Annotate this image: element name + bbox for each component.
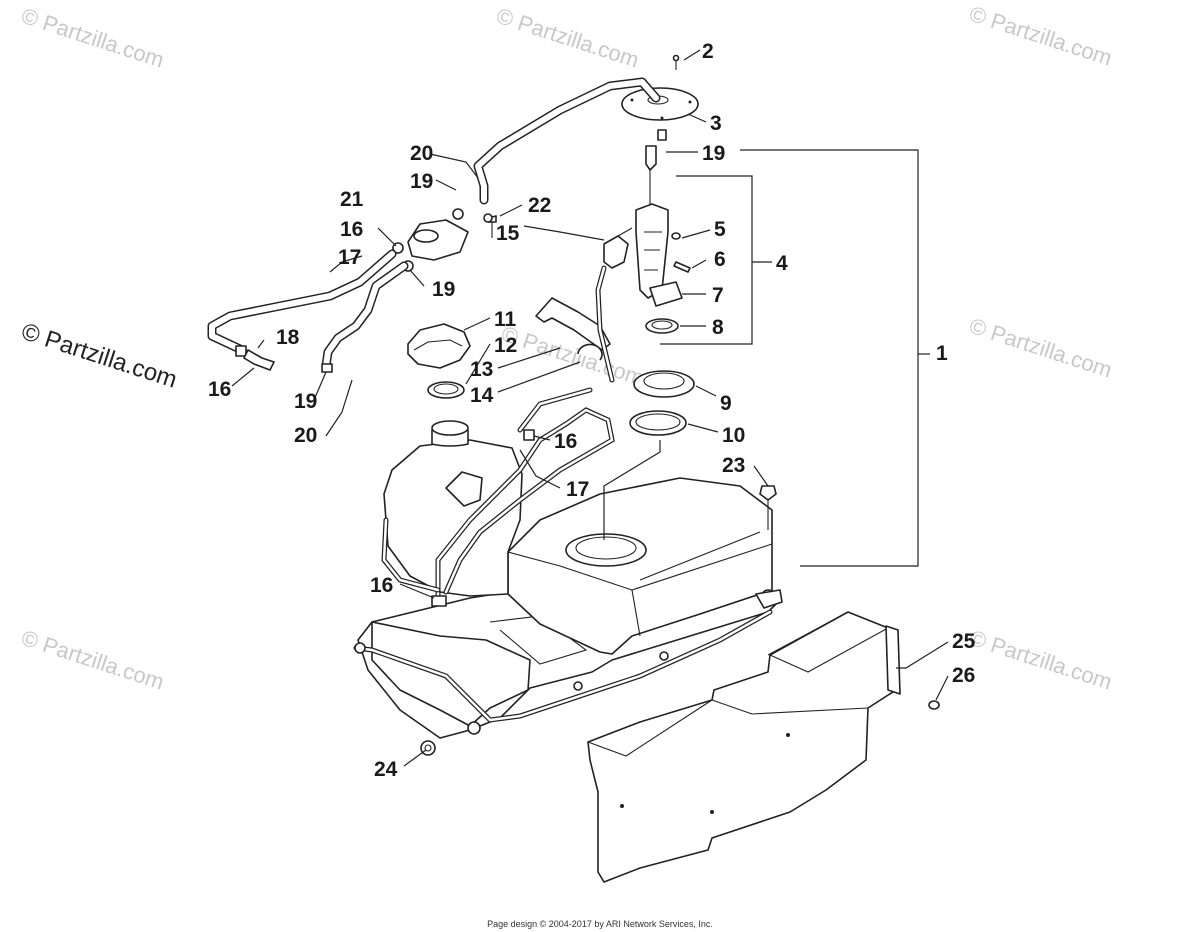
watermark-top-center: © Partzilla.com (493, 3, 642, 73)
callout-18: 18 (276, 326, 300, 349)
callout-13: 13 (470, 358, 493, 381)
watermark-mid-right: © Partzilla.com (966, 313, 1115, 383)
callout-16b: 16 (208, 378, 231, 401)
callout-22: 22 (528, 194, 551, 217)
leader-lines (231, 49, 949, 767)
callout-16d: 16 (370, 574, 393, 597)
callout-1: 1 (936, 342, 948, 365)
rollover-valve (392, 208, 497, 272)
callout-19c: 19 (432, 278, 455, 301)
watermark-top-left: © Partzilla.com (18, 3, 167, 73)
callout-8: 8 (712, 316, 724, 339)
callout-6: 6 (714, 248, 726, 271)
callout-12: 12 (494, 334, 517, 357)
callout-14: 14 (470, 384, 494, 407)
page-footer: Page design © 2004-2017 by ARI Network S… (487, 919, 713, 929)
vent-lines (381, 387, 615, 607)
callout-20b: 20 (294, 424, 317, 447)
callout-7: 7 (712, 284, 724, 307)
callout-23: 23 (722, 454, 745, 477)
callout-19d: 19 (294, 390, 317, 413)
callout-11: 11 (494, 308, 517, 331)
callout-19a: 19 (702, 142, 725, 165)
callout-17b: 17 (566, 478, 589, 501)
callout-16a: 16 (340, 218, 363, 241)
watermark-mid-center: © Partzilla.com (498, 321, 647, 391)
callout-4: 4 (776, 252, 788, 275)
fuel-tank (353, 420, 783, 739)
watermark-bottom-right: © Partzilla.com (966, 625, 1115, 695)
callout-25: 25 (952, 630, 976, 653)
skid-plate (587, 611, 901, 883)
filler-cap (407, 323, 471, 399)
watermark-strong-left: © Partzilla.com (18, 318, 180, 394)
callout-3: 3 (710, 112, 722, 135)
callout-26: 26 (952, 664, 975, 687)
callout-16c: 16 (554, 430, 577, 453)
fuel-pump-assembly (621, 54, 699, 436)
callout-19b: 19 (410, 170, 433, 193)
callout-20a: 20 (410, 142, 433, 165)
callout-labels: 1 2 3 4 5 6 7 8 9 10 11 12 13 14 15 16 1… (208, 40, 976, 781)
callout-10: 10 (722, 424, 745, 447)
callout-15: 15 (496, 222, 520, 245)
callout-24: 24 (374, 758, 398, 781)
callout-2: 2 (702, 40, 714, 63)
watermark-top-right: © Partzilla.com (966, 1, 1115, 71)
fuel-hoses-left (207, 249, 409, 373)
callout-21: 21 (340, 188, 364, 211)
fuel-filter-bracket (535, 227, 633, 383)
callout-17a: 17 (338, 246, 361, 269)
callout-9: 9 (720, 392, 732, 415)
vent-hose-top (473, 77, 661, 205)
watermark-bottom-left: © Partzilla.com (18, 625, 167, 695)
callout-5: 5 (714, 218, 726, 241)
